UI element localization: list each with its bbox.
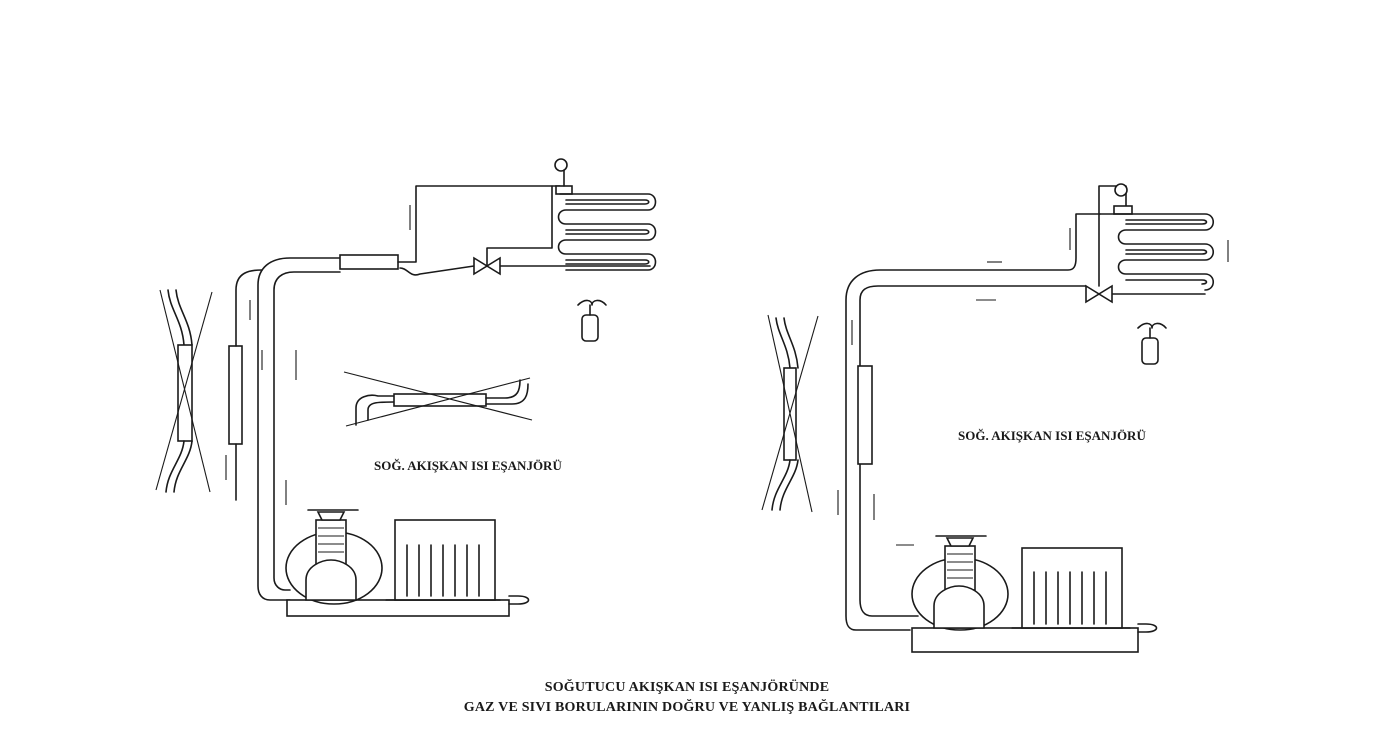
left-vertical-exchanger xyxy=(225,269,263,501)
left-thermo-bulb xyxy=(554,158,573,195)
right-expansion-valve xyxy=(1085,284,1113,304)
caption-line-2: GAZ VE SIVI BORULARININ DOĞRU VE YANLIŞ … xyxy=(463,700,911,715)
left-evaporator xyxy=(557,193,657,271)
left-panel-label: SOĞ. AKIŞKAN ISI EŞANJÖRÜ xyxy=(374,458,562,473)
left-panel: SOĞ. AKIŞKAN ISI EŞANJÖRÜ xyxy=(155,158,657,617)
left-piping xyxy=(257,185,651,601)
left-fan xyxy=(577,299,607,342)
left-compressor-unit xyxy=(285,509,530,617)
left-expansion-valve xyxy=(473,256,501,276)
right-thermo-bulb xyxy=(1113,183,1133,215)
right-panel-label: SOĞ. AKIŞKAN ISI EŞANJÖRÜ xyxy=(958,428,1146,443)
right-fan xyxy=(1137,322,1167,365)
right-crossed-detail xyxy=(761,314,819,513)
caption-line-1: SOĞUTUCU AKIŞKAN ISI EŞANJÖRÜNDE xyxy=(544,680,830,695)
right-piping xyxy=(837,185,1229,631)
right-panel: SOĞ. AKIŞKAN ISI EŞANJÖRÜ xyxy=(761,183,1229,653)
left-crossed-exchanger xyxy=(343,371,533,427)
left-crossed-detail xyxy=(155,289,213,493)
right-evaporator xyxy=(1099,213,1215,291)
right-compressor-unit xyxy=(911,535,1158,653)
